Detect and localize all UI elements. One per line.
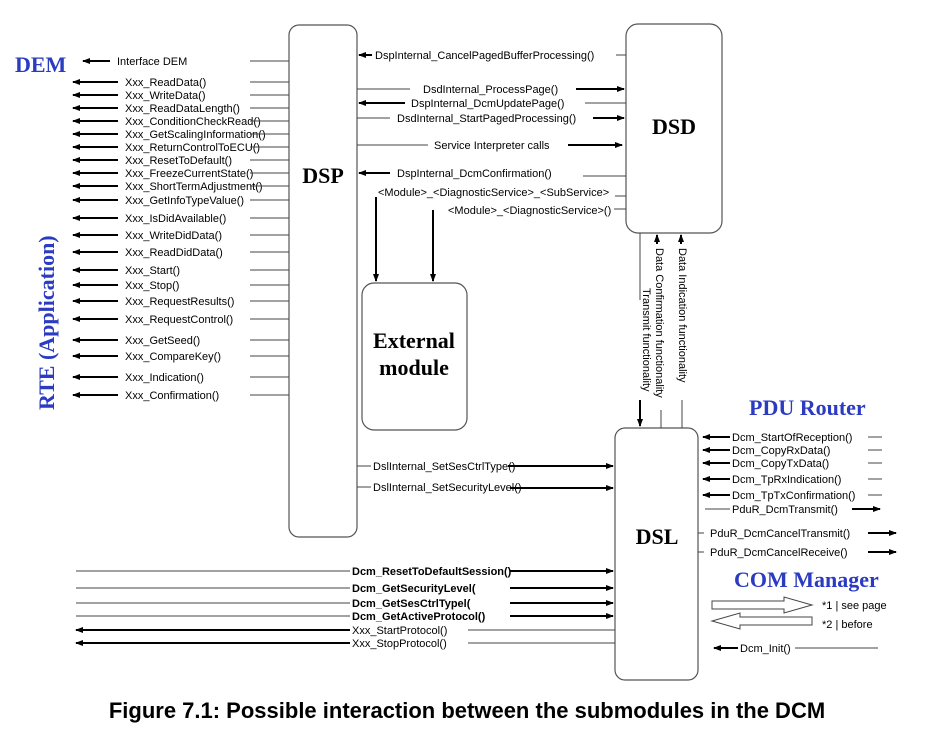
dsp-left-call: Xxx_WriteData() [125, 90, 205, 102]
com-manager-area: *1 | see page *2 | before Dcm_Init() [710, 596, 887, 655]
dsd-dsl-call: Transmit functionality [640, 288, 652, 392]
dsp-dsd-call: Service Interpreter calls [434, 140, 550, 152]
rte-dsl-call: Dcm_GetActiveProtocol() [352, 611, 486, 623]
dsp-left-call: Xxx_GetSeed() [125, 335, 200, 347]
rte-dsl-call: Dcm_ResetToDefaultSession() [352, 566, 512, 578]
rte-title: RTE (Application) [34, 235, 59, 410]
dcm-init-call: Dcm_Init() [740, 643, 791, 655]
dsp-dsd-call: <Module>_<DiagnosticService>_<SubService… [378, 187, 609, 199]
dsp-left-call: Xxx_ReadDidData() [125, 247, 223, 259]
dsl-box [614, 427, 699, 681]
dsp-dsd-call: DsdInternal_ProcessPage() [423, 84, 558, 96]
dsp-dsd-call: <Module>_<DiagnosticService>() [448, 205, 611, 217]
external-module-title-line2: module [379, 355, 449, 380]
dsp-dsl-calls: DslInternal_SetSesCtrlType() DslInternal… [357, 461, 614, 494]
outgoing-hollow-arrow-icon [711, 596, 814, 614]
com-note-1: *1 | see page [822, 600, 887, 612]
pdur-call: Dcm_StartOfReception() [732, 432, 852, 444]
dsd-dsl-call: Data Confirmation functionality [653, 248, 665, 398]
rte-dsl-call: Dcm_GetSesCtrlTypel( [352, 598, 471, 610]
pdur-call: Dcm_CopyRxData() [732, 445, 830, 457]
rte-dsl-call: Xxx_StopProtocol() [352, 638, 447, 650]
dsp-box [288, 24, 358, 538]
dsl-title: DSL [636, 524, 679, 549]
dsp-left-call: Xxx_ReadData() [125, 77, 206, 89]
dsp-left-call: Xxx_GetInfoTypeValue() [125, 195, 244, 207]
dsp-dsd-call: DspInternal_CancelPagedBufferProcessing(… [375, 50, 594, 62]
pdur-call: PduR_DcmCancelTransmit() [710, 528, 850, 540]
dsp-title: DSP [302, 163, 344, 188]
pdur-call: PduR_DcmCancelReceive() [710, 547, 848, 559]
pdur-call: PduR_DcmTransmit() [732, 504, 838, 516]
dsp-left-call: Interface DEM [117, 56, 187, 68]
dsp-left-call: Xxx_CompareKey() [125, 351, 221, 363]
dsp-left-call: Xxx_RequestControl() [125, 314, 233, 326]
dsp-left-call: Xxx_ShortTermAdjustment() [125, 181, 263, 193]
dem-title: DEM [15, 52, 67, 77]
com-manager-title: COM Manager [734, 567, 879, 592]
rte-dsl-calls: Dcm_ResetToDefaultSession() Dcm_GetSecuri… [75, 566, 615, 650]
dsd-box [625, 23, 723, 234]
dsp-left-calls: Interface DEM Xxx_ReadData()Xxx_WriteData… [72, 56, 289, 402]
pdur-call: Dcm_CopyTxData() [732, 458, 829, 470]
dsp-left-call: Xxx_IsDidAvailable() [125, 213, 226, 225]
dsd-dsl-call: Data Indication functionality [676, 248, 688, 383]
external-module-box [361, 282, 468, 431]
com-note-2: *2 | before [822, 619, 873, 631]
dsp-dsl-call: DslInternal_SetSesCtrlType() [373, 461, 515, 473]
pdur-call: Dcm_TpTxConfirmation() [732, 490, 855, 502]
dsp-left-call: Xxx_GetScalingInformation() [125, 129, 266, 141]
dsd-title: DSD [652, 114, 696, 139]
rte-dsl-call: Xxx_StartProtocol() [352, 625, 447, 637]
dsp-left-call: Xxx_Confirmation() [125, 390, 219, 402]
dsp-dsd-calls: DspInternal_CancelPagedBufferProcessing(… [357, 50, 626, 282]
dsp-left-call: Xxx_Start() [125, 265, 180, 277]
dsp-left-call: Xxx_ReadDataLength() [125, 103, 240, 115]
dsp-dsd-call: DsdInternal_StartPagedProcessing() [397, 113, 576, 125]
dsd-dsl-calls: Transmit functionality Data Confirmation… [637, 233, 688, 428]
external-module-title-line1: External [373, 328, 455, 353]
dsp-left-call: Xxx_FreezeCurrentState() [125, 168, 253, 180]
dsp-dsd-call: DspInternal_DcmConfirmation() [397, 168, 552, 180]
dsp-left-call: Xxx_Indication() [125, 372, 204, 384]
pdur-call: Dcm_TpRxIndication() [732, 474, 841, 486]
incoming-hollow-arrow-icon [710, 612, 813, 630]
dsp-left-call: Xxx_RequestResults() [125, 296, 234, 308]
dsp-left-call: Xxx_ResetToDefault() [125, 155, 232, 167]
dsp-dsl-call: DslInternal_SetSecurityLevel() [373, 482, 522, 494]
dsp-dsd-call: DspInternal_DcmUpdatePage() [411, 98, 564, 110]
dsp-left-call: Xxx_ReturnControlToECU() [125, 142, 260, 154]
rte-dsl-call: Dcm_GetSecurityLevel( [352, 583, 476, 595]
dsp-left-call: Xxx_WriteDidData() [125, 230, 222, 242]
pdu-router-calls: Dcm_StartOfReception()Dcm_CopyRxData()Dc… [698, 432, 897, 559]
dsp-left-call: Xxx_ConditionCheckRead() [125, 116, 261, 128]
pdu-router-title: PDU Router [749, 395, 866, 420]
figure-caption: Figure 7.1: Possible interaction between… [109, 698, 825, 723]
dsp-left-call: Xxx_Stop() [125, 280, 179, 292]
